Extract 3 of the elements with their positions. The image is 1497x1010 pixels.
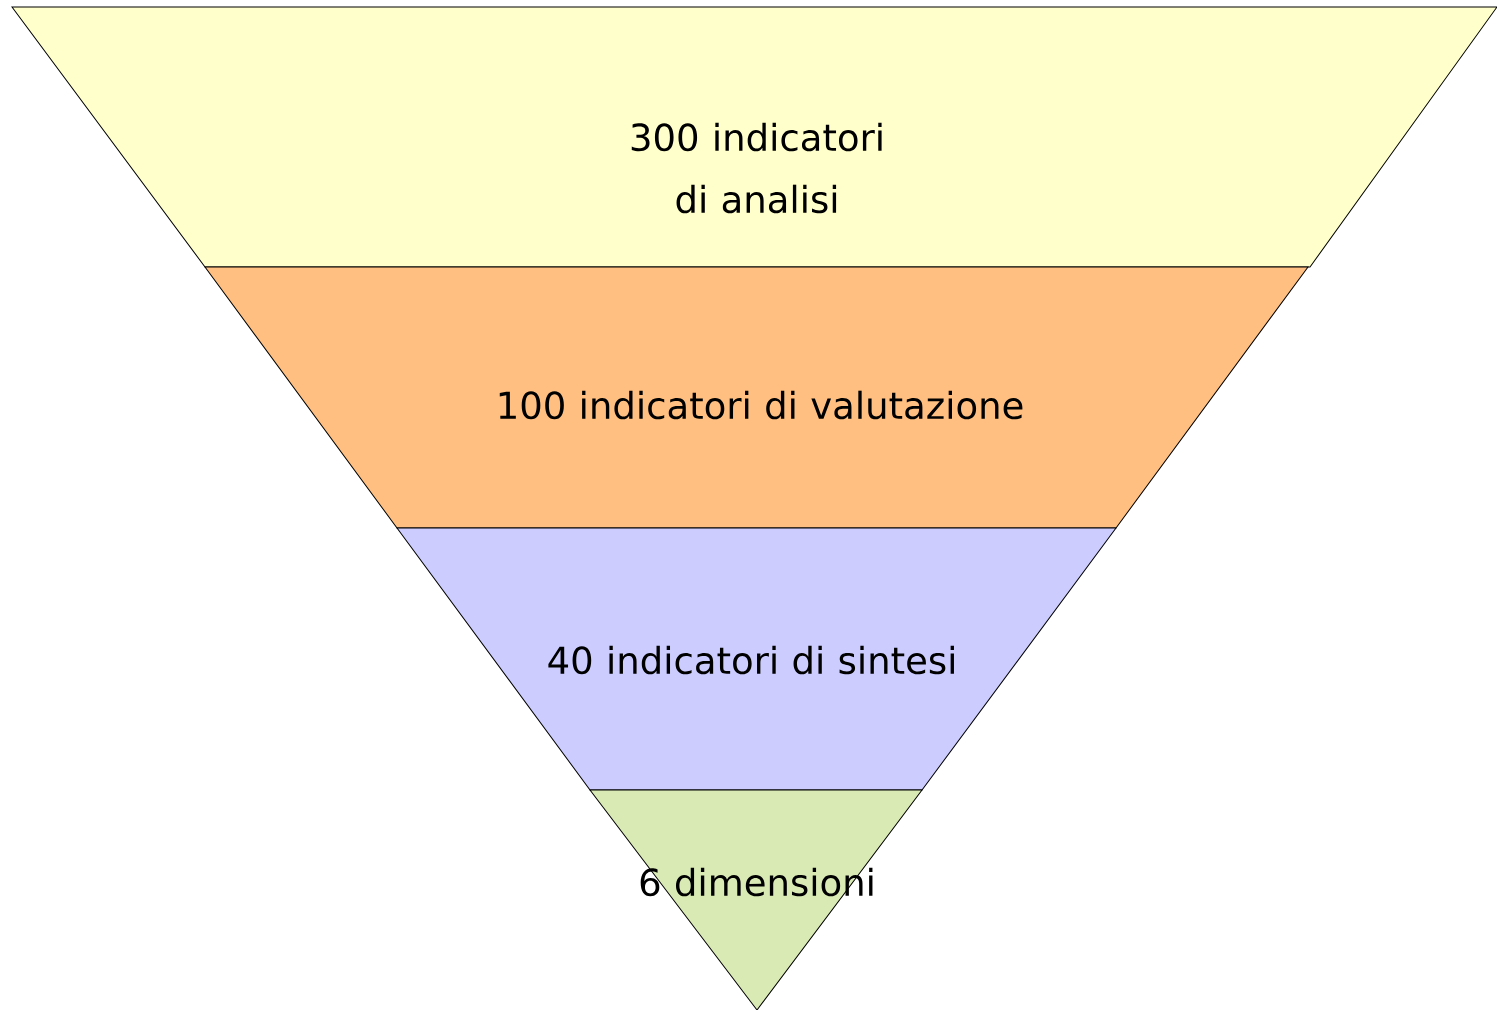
funnel-band: 100 indicatori di valutazione: [204, 266, 1309, 529]
funnel-band: 40 indicatori di sintesi: [396, 527, 1117, 791]
funnel-band: 300 indicatori di analisi: [11, 6, 1497, 268]
